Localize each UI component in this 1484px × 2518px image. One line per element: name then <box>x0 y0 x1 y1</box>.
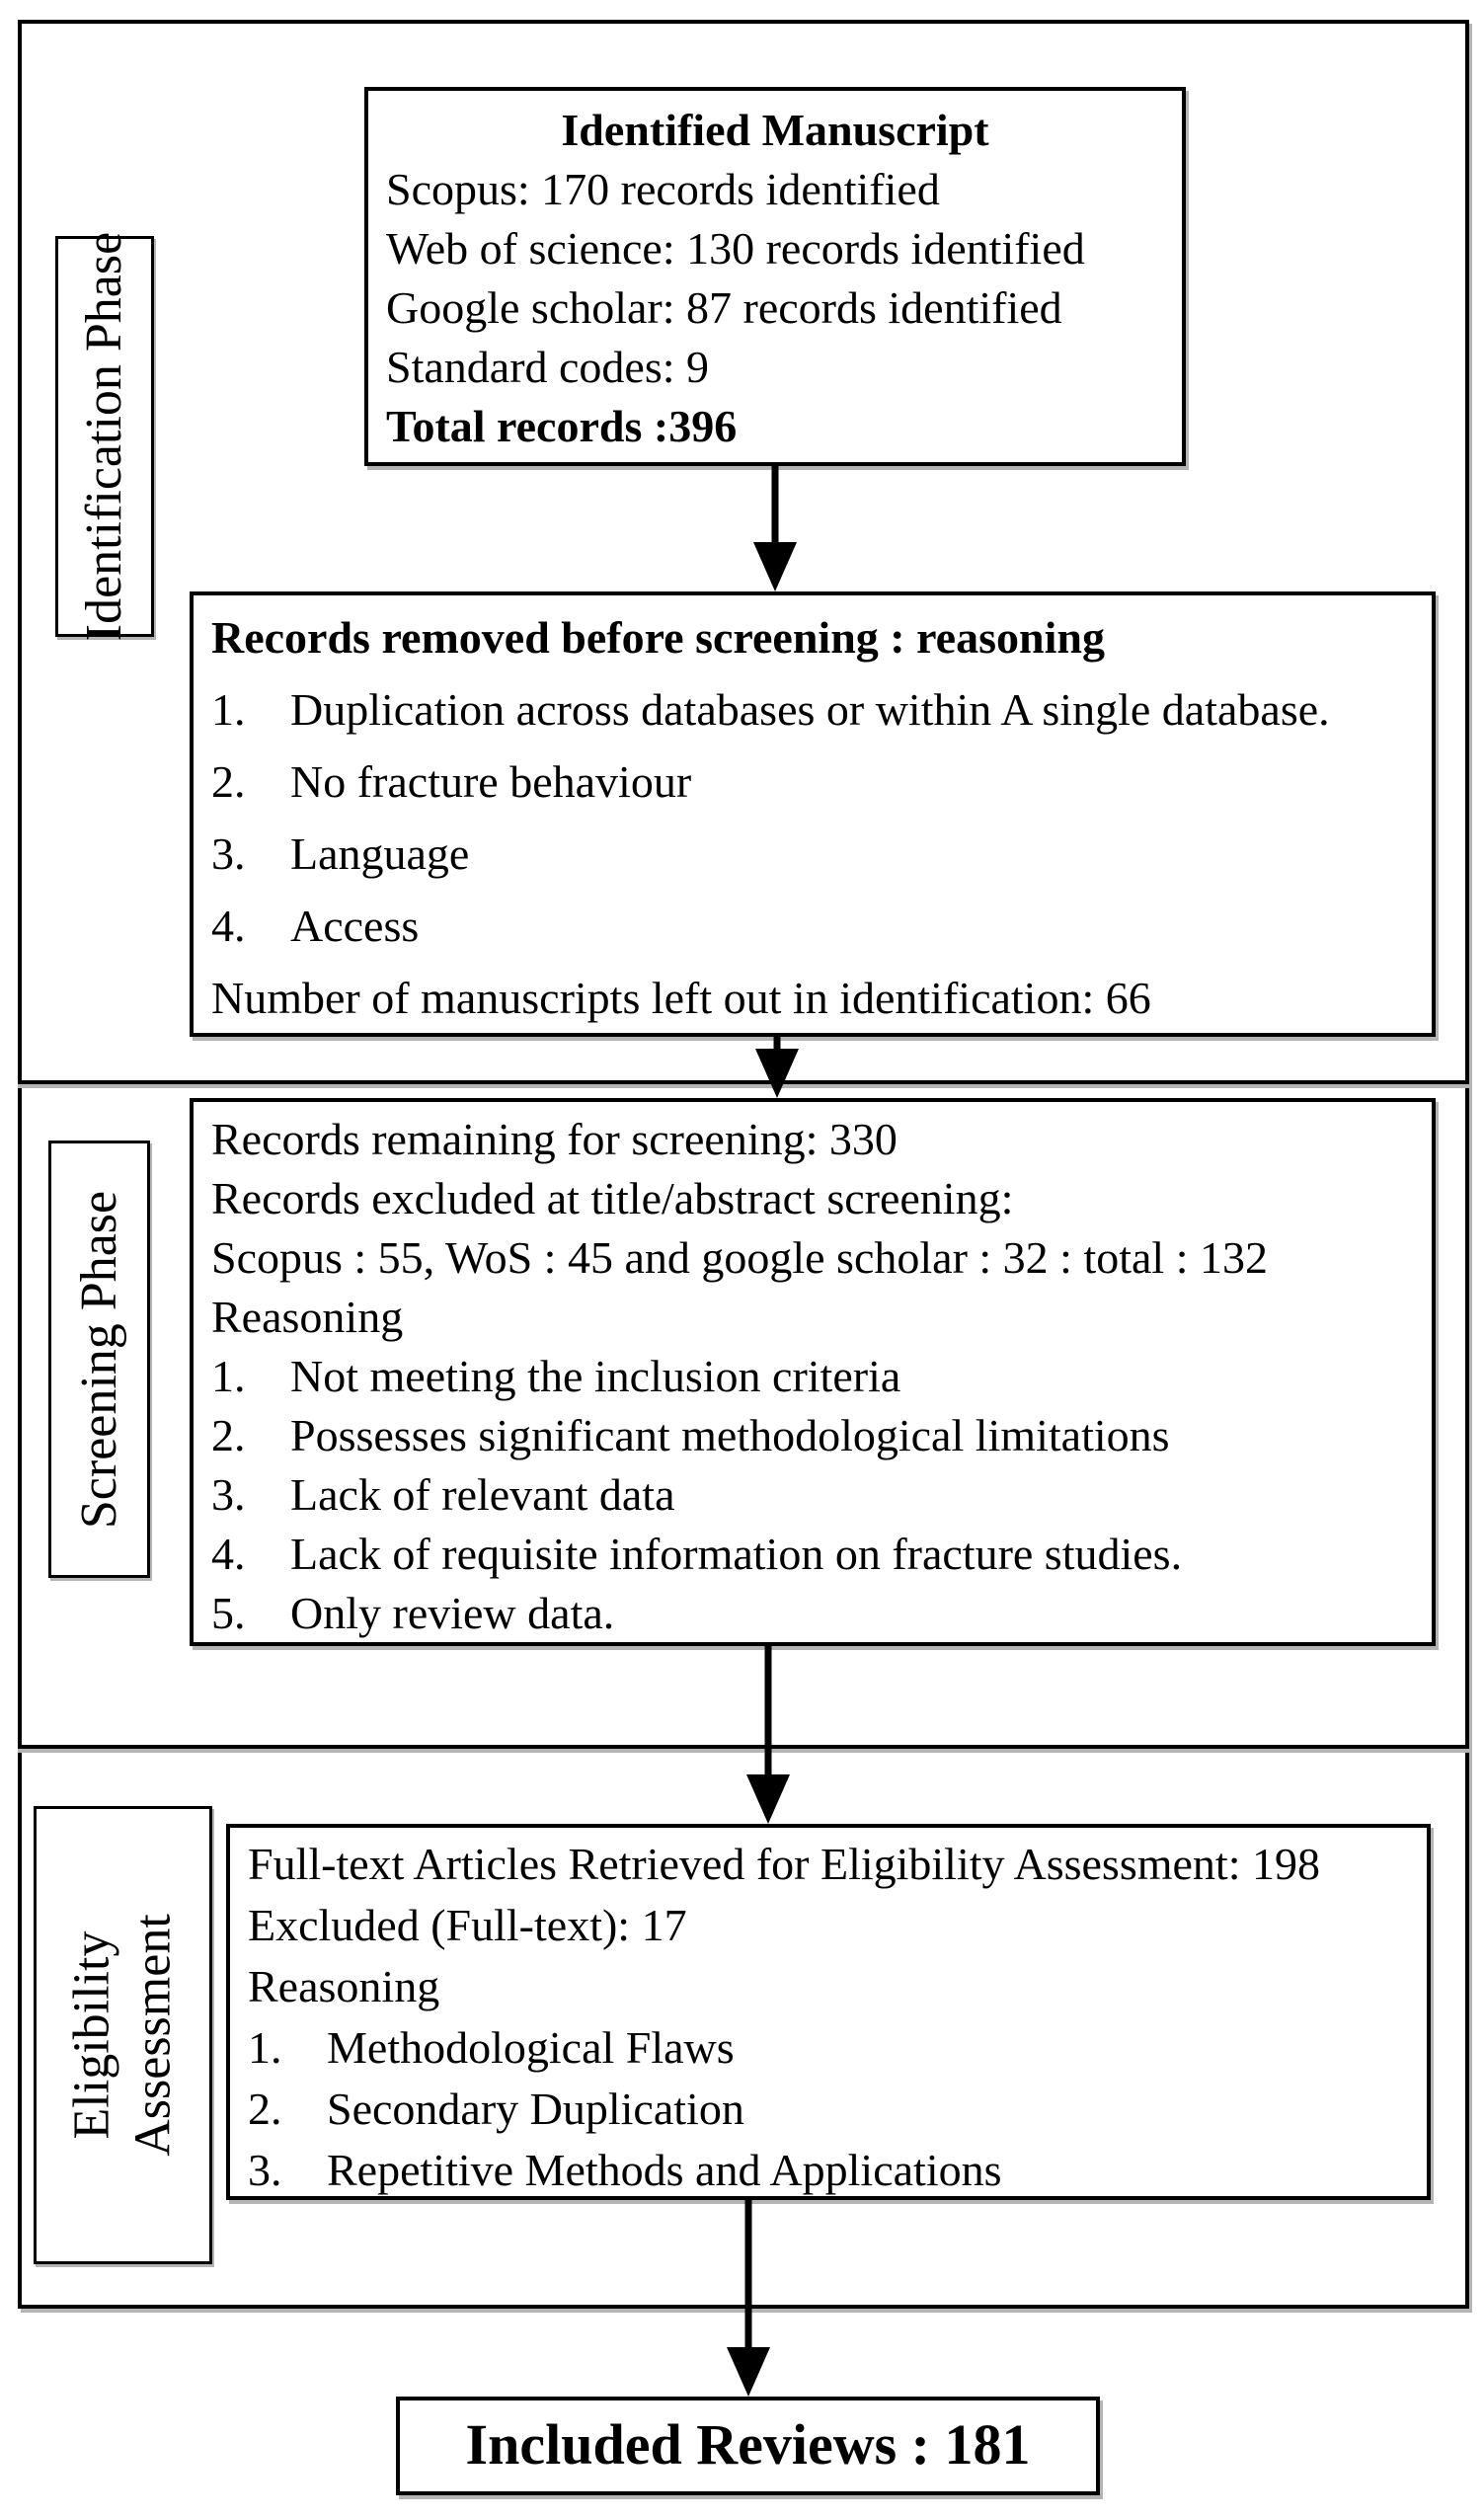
identified-total-records-line: Total records :396 <box>386 401 738 451</box>
arrow-shaft <box>764 1646 772 1796</box>
eligibility-label-line2: Assessment <box>124 1914 182 2157</box>
removed-reason-item: 2. No fracture behaviour <box>194 746 1432 818</box>
identified-manuscript-box: Identified Manuscript Scopus: 170 record… <box>364 87 1186 466</box>
list-number: 2. <box>211 756 246 807</box>
list-number: 5. <box>211 1588 246 1638</box>
records-removed-box: Records removed before screening : reaso… <box>190 591 1436 1037</box>
list-text: Secondary Duplication <box>327 2084 744 2134</box>
removed-reason-item: 4. Access <box>194 890 1432 962</box>
list-text: Not meeting the inclusion criteria <box>290 1351 901 1401</box>
screening-box: Records remaining for screening: 330 Rec… <box>190 1098 1436 1646</box>
screening-reasoning-heading: Reasoning <box>211 1292 404 1342</box>
arrow-head-down-icon <box>755 1049 799 1098</box>
eligibility-fulltext-line: Full-text Articles Retrieved for Eligibi… <box>248 1839 1320 1889</box>
identified-manuscript-title: Identified Manuscript <box>561 105 989 155</box>
identification-phase-label: Identification Phase <box>75 231 132 642</box>
screening-reason-item: 3. Lack of relevant data <box>194 1465 1432 1525</box>
section-divider-identification-screening <box>18 1080 1469 1084</box>
eligibility-reason-item: 3. Repetitive Methods and Applications <box>230 2140 1427 2201</box>
eligibility-reasoning-heading: Reasoning <box>248 1961 440 2011</box>
arrow-screening-to-eligibility <box>746 1646 790 1824</box>
flow-outer-border <box>18 20 1469 2309</box>
identified-standard-codes-line: Standard codes: 9 <box>386 342 710 392</box>
eligibility-excluded-line: Excluded (Full-text): 17 <box>248 1900 687 1950</box>
identified-wos-line: Web of science: 130 records identified <box>386 223 1085 274</box>
identified-scopus-line: Scopus: 170 records identified <box>386 164 940 214</box>
list-text: Lack of relevant data <box>290 1469 675 1520</box>
screening-reason-item: 4. Lack of requisite information on frac… <box>194 1525 1432 1584</box>
removed-reason-item: 1. Duplication across databases or withi… <box>194 673 1432 746</box>
list-number: 1. <box>248 2022 282 2073</box>
identified-google-scholar-line: Google scholar: 87 records identified <box>386 282 1062 333</box>
eligibility-box: Full-text Articles Retrieved for Eligibi… <box>226 1824 1431 2200</box>
list-text: Lack of requisite information on fractur… <box>290 1529 1183 1579</box>
list-text: Possesses significant methodological lim… <box>290 1410 1170 1460</box>
identification-phase-label-box: Identification Phase <box>55 232 154 641</box>
removed-reason-item: 3. Language <box>194 818 1432 890</box>
screening-reason-item: 2. Possesses significant methodological … <box>194 1406 1432 1465</box>
arrow-removed-to-screening <box>755 1037 799 1098</box>
list-number: 4. <box>211 901 246 951</box>
arrow-shaft <box>744 2200 752 2369</box>
list-number: 2. <box>248 2084 282 2134</box>
arrow-identified-to-removed <box>753 466 797 591</box>
screening-sources-line: Scopus : 55, WoS : 45 and google scholar… <box>211 1232 1268 1283</box>
arrow-shaft <box>771 466 779 564</box>
arrow-head-down-icon <box>746 1774 790 1824</box>
screening-remaining-line: Records remaining for screening: 330 <box>211 1114 898 1164</box>
records-removed-title: Records removed before screening : reaso… <box>211 612 1105 663</box>
list-number: 3. <box>211 828 246 879</box>
screening-phase-label: Screening Phase <box>70 1190 127 1529</box>
arrow-head-down-icon <box>727 2347 770 2397</box>
list-number: 1. <box>211 1351 246 1401</box>
list-number: 1. <box>211 684 246 735</box>
included-reviews-box: Included Reviews : 181 <box>396 2397 1100 2495</box>
arrow-head-down-icon <box>753 542 797 591</box>
list-text: Methodological Flaws <box>327 2022 735 2073</box>
list-text: Language <box>290 828 470 879</box>
screening-phase-label-box: Screening Phase <box>48 1141 150 1578</box>
eligibility-reason-item: 1. Methodological Flaws <box>230 2017 1427 2079</box>
list-number: 2. <box>211 1410 246 1460</box>
eligibility-reason-item: 2. Secondary Duplication <box>230 2079 1427 2140</box>
list-number: 4. <box>211 1529 246 1579</box>
section-divider-screening-eligibility <box>18 1745 1469 1749</box>
list-number: 3. <box>248 2145 282 2195</box>
included-reviews-text: Included Reviews : 181 <box>465 2412 1031 2477</box>
screening-reason-item: 5. Only review data. <box>194 1584 1432 1643</box>
arrow-eligibility-to-included <box>727 2200 770 2397</box>
eligibility-label-line1: Eligibility <box>63 1930 120 2140</box>
list-text: Duplication across databases or within A… <box>290 684 1330 735</box>
list-number: 3. <box>211 1469 246 1520</box>
list-text: No fracture behaviour <box>290 756 692 807</box>
screening-excluded-line: Records excluded at title/abstract scree… <box>211 1173 1014 1223</box>
list-text: Access <box>290 901 420 951</box>
removed-footer-line: Number of manuscripts left out in identi… <box>211 973 1151 1023</box>
screening-reason-item: 1. Not meeting the inclusion criteria <box>194 1347 1432 1406</box>
list-text: Only review data. <box>290 1588 615 1638</box>
list-text: Repetitive Methods and Applications <box>327 2145 1002 2195</box>
